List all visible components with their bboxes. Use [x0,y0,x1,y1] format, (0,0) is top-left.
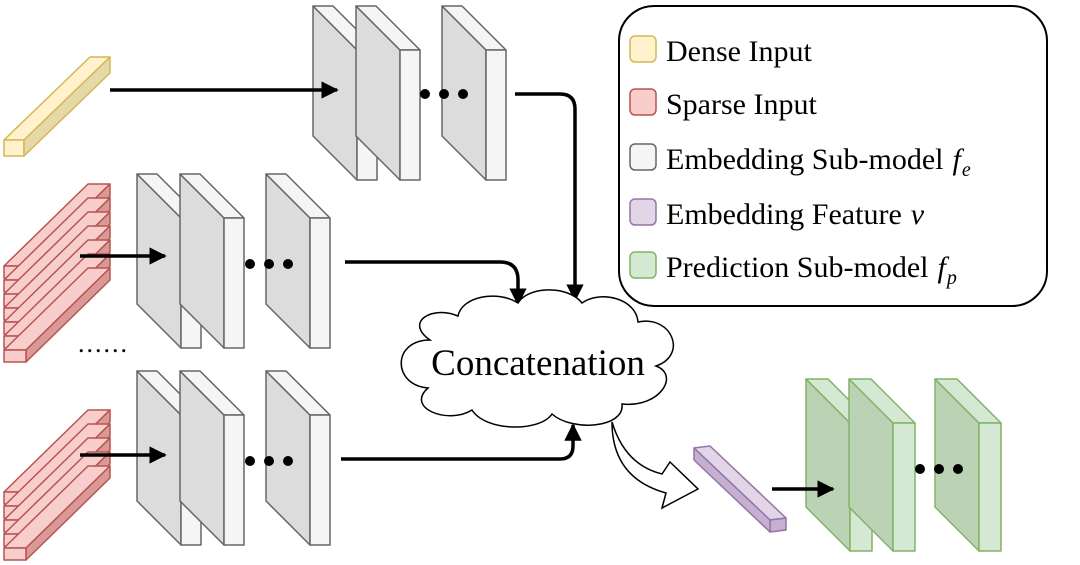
layer-ellipsis-dots [245,89,963,474]
arrow-concat-to-feature [611,421,700,510]
legend-box [618,5,1048,307]
embedding-submodel-sparse-1 [136,173,331,349]
legend-swatch-3 [629,143,657,171]
sparse-input-stack-2 [3,409,111,561]
sparse-input-1-bar-1-end [3,349,27,363]
legend-math-sub-5: p [945,267,957,289]
emb-3-layer-2-front [223,414,245,546]
legend-math-sub-3: e [962,159,971,181]
dense-bar-side [23,56,111,157]
dense-bar-end [3,139,25,157]
dense-bar-top [3,56,111,141]
arrow-emb2-to-concat [345,260,527,306]
emb-1-layer-3-front [485,49,507,181]
sparse-input-2-bar-1-end [3,547,27,561]
concatenation-cloud [400,289,675,428]
feature-bar-top [693,445,787,521]
arrow-emb1-to-concat [515,92,584,302]
embedding-submodel-dense [312,5,507,181]
legend-swatch-2 [629,88,657,116]
feature-bar-end [769,517,787,533]
dense-input-bar [3,56,111,157]
legend-label-1: Dense Input [666,35,812,68]
pred-layer-3-front [978,422,1002,552]
arrow-emb3-to-concat [341,423,582,461]
sparse-input-stack-1 [3,183,111,363]
prediction-submodel [805,378,1002,552]
legend-swatch-4 [629,198,657,226]
emb-1-layer-2-front [399,49,421,181]
stack-ellipsis: ...... [78,329,129,358]
pred-layer-2-front [892,422,916,552]
emb-2-layer-2-front [223,217,245,349]
legend-math-4: v [911,198,925,231]
legend-swatch-5 [629,251,657,279]
feature-bar-side [693,447,771,533]
legend-label-2: Sparse Input [666,88,817,121]
embedding-feature-bar [693,445,787,533]
flow-arrows [80,81,835,498]
emb-3-layer-3-front [309,414,331,546]
emb-2-layer-3-front [309,217,331,349]
embedding-submodel-sparse-2 [136,370,331,546]
legend-swatch-1 [629,35,657,63]
concatenation-label: Concatenation [431,343,645,384]
